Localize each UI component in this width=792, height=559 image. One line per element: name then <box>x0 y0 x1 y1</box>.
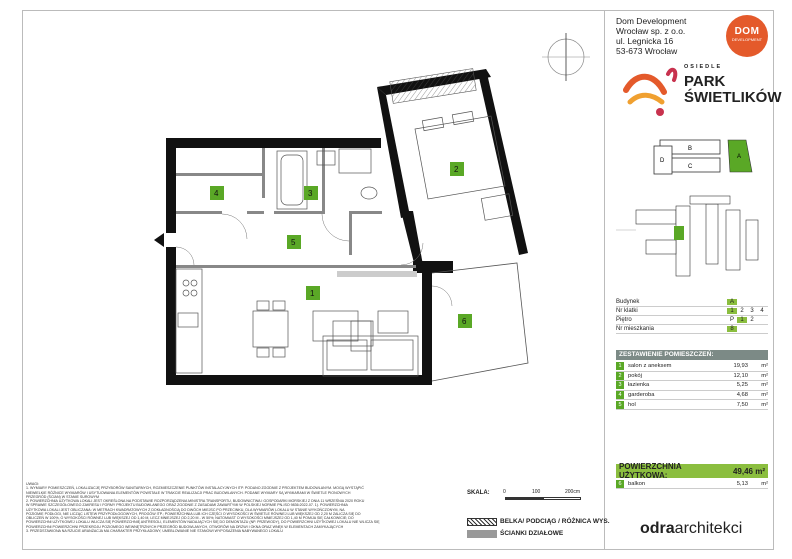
info-row-stairwell: Nr klatki 1 2 3 4 <box>616 307 768 316</box>
apartment-info-table: Budynek A Nr klatki 1 2 3 4 Piętro P 1 2… <box>616 298 768 334</box>
dining-set <box>252 300 374 358</box>
scale-tick: 100 <box>532 489 541 495</box>
balcony-railing <box>431 262 529 382</box>
room-number: 1 <box>310 289 315 298</box>
bed <box>414 110 514 221</box>
room-number: 6 <box>462 317 467 326</box>
usable-area-total: POWIERZCHNIA UŻYTKOWA: 49,46 m² <box>616 462 768 480</box>
legend-beam-label: BELKA/ PODCIĄG / RÓŻNICA WYS. <box>500 518 610 525</box>
room-number: 3 <box>308 189 313 198</box>
room-number: 5 <box>291 238 296 247</box>
firefly-logo-icon <box>623 67 678 116</box>
entrance-arrow-icon <box>154 233 164 247</box>
room-number: 4 <box>214 189 219 198</box>
scale-label: SKALA: <box>467 490 490 496</box>
kitchen-shelf <box>337 271 417 277</box>
legend-beam-swatch <box>467 518 497 526</box>
building-key-plan: D B C A <box>653 139 753 175</box>
estate-name-line2: ŚWIETLIKÓW <box>684 89 782 106</box>
panel-divider <box>604 10 605 550</box>
block-label: B <box>688 146 692 152</box>
bathroom-fixtures <box>276 148 378 210</box>
rooms-summary-header: ZESTAWIENIE POMIESZCZEŃ: <box>616 350 768 360</box>
sofa <box>322 310 419 377</box>
estate-name-line1: PARK <box>684 73 726 90</box>
door-swings <box>175 213 453 307</box>
scale-tick: 200cm <box>565 489 581 495</box>
kitchen-counter <box>175 268 203 374</box>
architect-logo: odraarchitekci <box>640 520 743 537</box>
sheet-frame <box>22 10 774 550</box>
legend-partition-label: ŚCIANKI DZIAŁOWE <box>500 530 564 537</box>
block-label: A <box>737 154 741 160</box>
legend-partition-swatch <box>467 530 497 538</box>
info-row-apartment-number: Nr mieszkania 8 <box>616 325 768 334</box>
scale-bar <box>505 497 581 500</box>
info-row-floor: Piętro P 1 2 <box>616 316 768 325</box>
compass-icon <box>542 33 590 81</box>
notes: UWAGI: 1. WYMIARY POMIESZCZEŃ, LOKALIZAC… <box>26 482 380 533</box>
dom-development-logo: DOM DEVELOPMENT <box>726 15 768 57</box>
room-number: 2 <box>454 165 459 174</box>
site-plan-thumbnail <box>616 195 759 277</box>
room-labels: 4 3 2 5 1 6 <box>210 162 472 328</box>
block-label: C <box>688 164 693 170</box>
scale-tick: 0 <box>503 489 506 495</box>
exterior-walls <box>166 69 528 385</box>
block-label: D <box>660 158 665 164</box>
partition-walls <box>176 148 416 268</box>
company-address: Dom Development Wrocław sp. z o.o. ul. L… <box>616 16 687 56</box>
estate-prefix: OSIEDLE <box>684 64 723 70</box>
floor-plan: 4 3 2 5 1 6 <box>154 33 590 385</box>
info-row-building: Budynek A <box>616 298 768 307</box>
